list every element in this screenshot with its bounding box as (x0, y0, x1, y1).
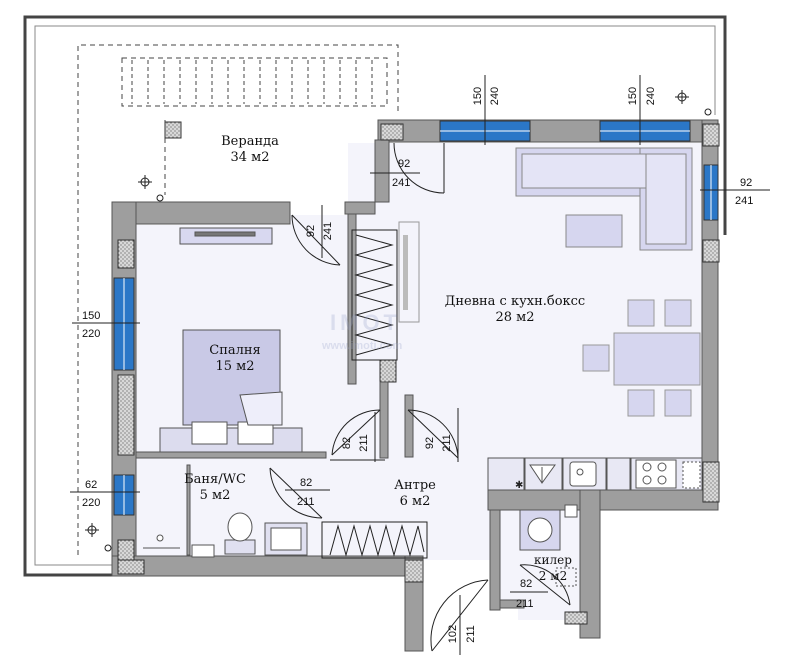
veranda-slab (23, 15, 727, 577)
room-bedroom-name: Спалня (209, 343, 261, 358)
dim-door-bath-w: 82 (300, 477, 313, 489)
dim-door-bedroom-w: 82 (341, 436, 353, 450)
room-bedroom: Спалня 15 м2 (180, 343, 290, 375)
dim-win-top-right-w: 150 (627, 86, 639, 106)
dim-win-bath-w: 62 (85, 479, 98, 491)
svg-text:✱: ✱ (515, 480, 523, 491)
dim-win-top-right-h: 240 (645, 86, 657, 106)
dim-win-right-w: 92 (740, 177, 753, 189)
bathroom-fixtures (143, 512, 308, 558)
dim-door-living-h: 211 (441, 434, 453, 452)
room-bathroom-area: 5 м2 (199, 488, 231, 503)
dim-door-pantry-w: 82 (520, 578, 533, 590)
pergola-slats (131, 60, 373, 104)
dim-door-living-w: 92 (424, 436, 436, 450)
room-pantry-area: 2 м2 (538, 569, 568, 583)
wall-columns (117, 123, 720, 625)
room-bathroom-name: Баня/WC (184, 472, 246, 487)
dim-door-bath-h: 211 (297, 496, 315, 508)
dim-door-entrance-h: 211 (465, 625, 477, 643)
room-pantry: килер 2 м2 (518, 552, 588, 584)
dimension-leaders (70, 75, 770, 655)
bed (159, 227, 303, 453)
light-fixture-icon (85, 90, 712, 552)
watermark-url: www.imoti.com (322, 340, 403, 352)
watermark-logo: IMOT (330, 310, 401, 335)
room-bathroom: Баня/WC 5 м2 (165, 472, 265, 504)
room-living: Дневна с кухн.боксс 28 м2 (430, 294, 600, 326)
kitchen-counter: ✱ (487, 457, 703, 491)
dim-door-entrance-w: 102 (447, 624, 459, 644)
dim-door-terrace-w: 92 (305, 224, 317, 238)
dim-door-bedroom-h: 211 (358, 434, 370, 452)
dim-win-bedroom-h: 220 (82, 328, 101, 340)
room-veranda-name: Веранда (221, 134, 279, 149)
room-pantry-name: килер (534, 553, 572, 567)
sofa (515, 147, 693, 251)
room-living-area: 28 м2 (495, 310, 535, 325)
dim-win-right-h: 241 (735, 195, 754, 207)
boiler (519, 504, 578, 587)
room-living-name: Дневна с кухн.боксс (444, 294, 586, 309)
dim-door-terrace-h: 241 (322, 221, 334, 241)
dim-door-pantry-h: 211 (516, 598, 534, 610)
dim-door-veranda-w: 92 (398, 158, 411, 170)
wardrobe-bedroom (351, 221, 420, 361)
room-hall-area: 6 м2 (399, 494, 431, 509)
room-veranda-area: 34 м2 (230, 150, 270, 165)
wardrobe-hall (321, 521, 428, 559)
room-hall-name: Антре (394, 478, 436, 493)
dim-win-top-left-h: 240 (489, 86, 501, 106)
room-bedroom-area: 15 м2 (215, 359, 255, 374)
dim-win-bedroom-w: 150 (82, 310, 101, 322)
dim-win-bath-h: 220 (82, 497, 101, 509)
room-veranda: Веранда 34 м2 (195, 134, 305, 166)
dim-door-veranda-h: 241 (392, 177, 411, 189)
veranda-column (164, 121, 182, 139)
dim-win-top-left-w: 150 (472, 86, 484, 106)
doors (269, 142, 571, 652)
room-hall: Антре 6 м2 (365, 478, 465, 510)
dining-set (582, 299, 701, 417)
